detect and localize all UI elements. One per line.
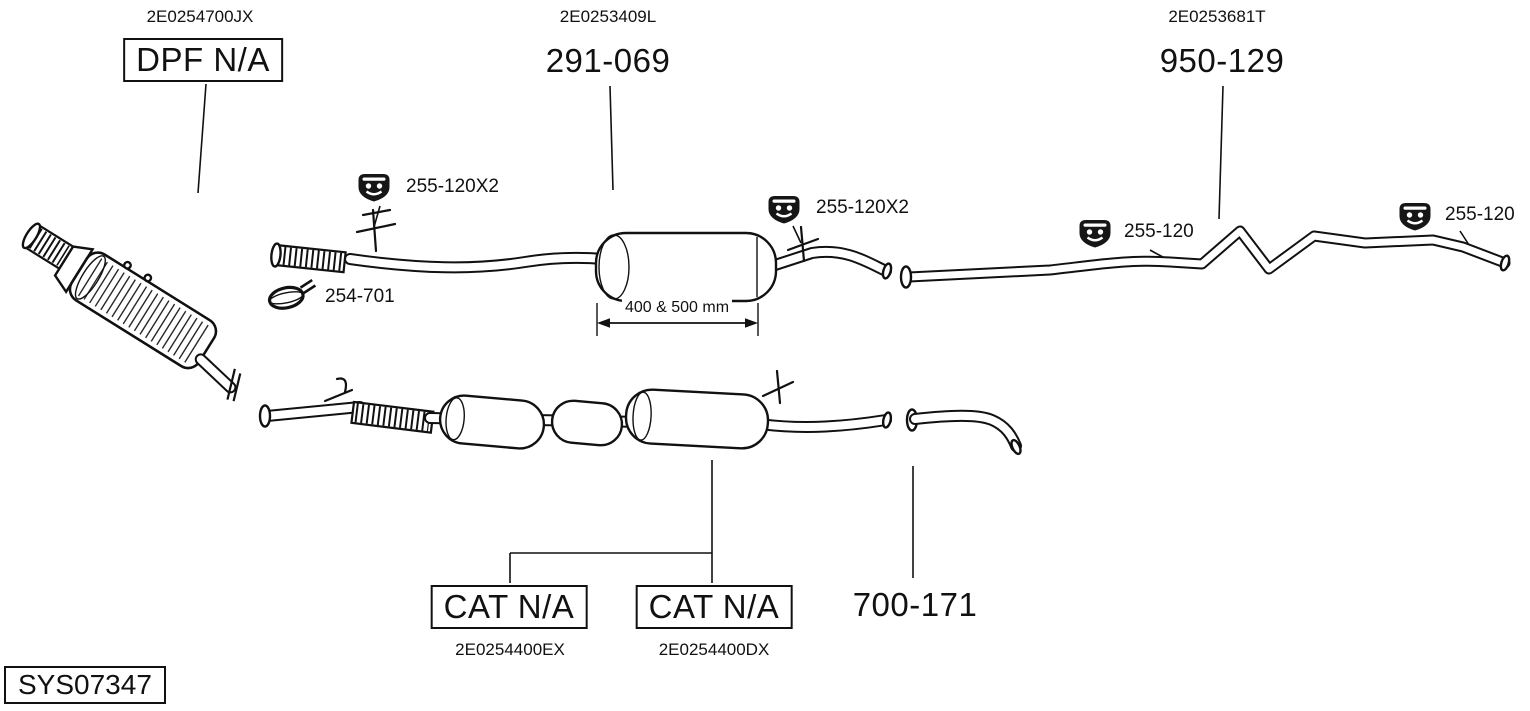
rubber-hanger-icon [767,194,801,225]
system-code-box: SYS07347 [4,666,166,704]
clamp-icon [267,278,317,310]
flex-pipe-drawing [270,242,347,274]
rubber-hanger-icon [1398,201,1432,232]
front-pipe-drawing [344,251,610,274]
middle-muffler-drawing [594,231,778,303]
cat-label-box-2: CAT N/A [635,585,793,629]
catalytic-converter-drawing [424,388,893,450]
callout-hanger-3: 255-120 [1124,221,1194,242]
cat-front-pipe-drawing [258,401,366,428]
dpf-label-box: DPF N/A [123,38,283,82]
callout-hanger-1: 255-120X2 [406,176,499,197]
hanger-brackets [323,208,820,405]
cat-flex-drawing [350,400,435,434]
tail-pipe-label: 700-171 [852,586,978,623]
part-code-cat-1: 2E0254400EX [455,640,565,659]
rubber-hanger-icon [1078,218,1112,249]
callout-clamp: 254-701 [325,286,395,307]
leader-lines [197,83,1472,583]
callout-hanger-2: 255-120X2 [816,197,909,218]
tail-pipe-drawing [905,408,1022,456]
part-code-rear-pipe: 2E0253681T [1168,7,1266,26]
rubber-hanger-icon [357,172,391,203]
cat-label-box-1: CAT N/A [430,585,588,629]
dimension-label: 400 & 500 mm [621,299,733,317]
rear-pipe-drawing [899,225,1511,289]
callout-hanger-4: 255-120 [1445,204,1515,225]
rear-pipe-label: 950-129 [1159,42,1285,79]
dpf-drawing [21,222,242,402]
part-code-cat-2: 2E0254400DX [658,640,770,659]
middle-silencer-label: 291-069 [545,42,671,79]
part-code-middle-silencer: 2E0253409L [559,7,657,26]
muffler-outlet-pipe-drawing [766,245,893,280]
part-code-dpf: 2E0254700JX [146,7,254,26]
dimension-annotation [596,303,759,336]
